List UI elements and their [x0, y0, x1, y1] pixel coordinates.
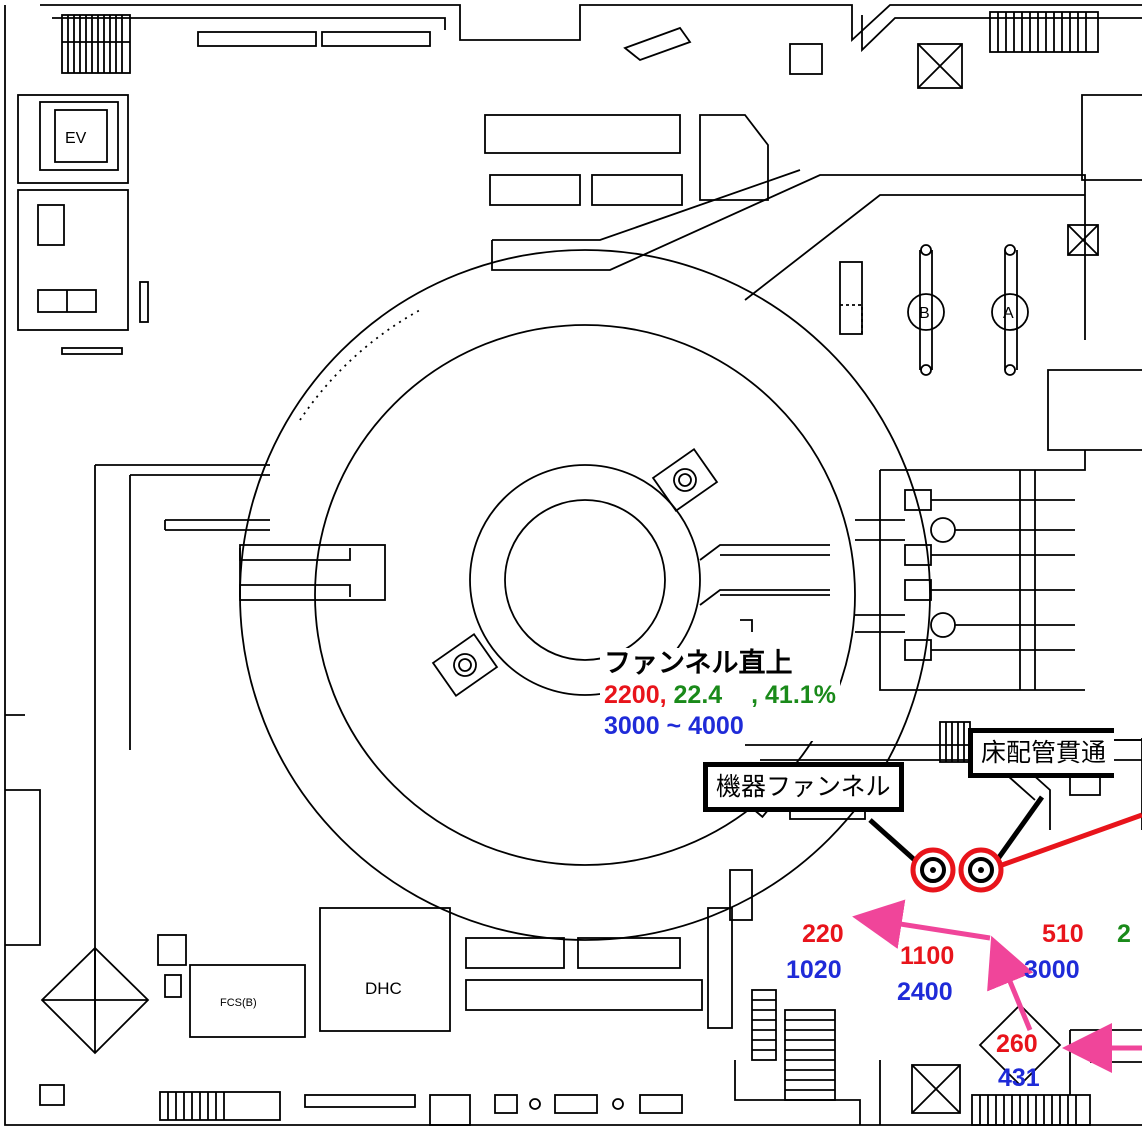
- edge-green-value: 2: [1117, 920, 1131, 948]
- funnel-top-value-2: 22.4: [673, 681, 723, 709]
- duct-right: [1067, 224, 1099, 256]
- stair-bottom-right: [971, 1094, 1091, 1126]
- ev-label: EV: [65, 130, 87, 147]
- pink-arrow-to-1100: [987, 935, 1034, 1031]
- inner-ring-core: [504, 499, 666, 661]
- penetration-marker: [958, 847, 1004, 893]
- stair-top-left: [61, 14, 131, 74]
- funnel-top-callout: ファンネル直上 2200, 22.4 , 41.1% 3000 ~ 4000: [600, 648, 840, 741]
- valve-b-circle: [907, 293, 945, 331]
- valve-a-circle: [991, 293, 1029, 331]
- reading-510-blue: 3000: [1024, 956, 1080, 984]
- funnel-top-value-3: , 41.1%: [751, 681, 836, 709]
- inner-ring-outer: [469, 464, 701, 696]
- elevator-box: [39, 101, 119, 171]
- funnel-top-value-1: 2200,: [604, 681, 667, 709]
- valve-a-label: A: [1003, 305, 1014, 322]
- funnel-top-range: 3000 ~ 4000: [604, 712, 744, 740]
- reading-260-blue: 431: [998, 1064, 1040, 1092]
- fcs-room: [189, 964, 306, 1038]
- stair-top-right: [989, 11, 1099, 53]
- dhc-room: [319, 907, 451, 1032]
- funnel-marker: [910, 847, 956, 893]
- reading-260-red: 260: [996, 1030, 1038, 1058]
- red-connector-line: [1001, 812, 1142, 868]
- equipment-funnel-callout: 機器ファンネル: [703, 762, 904, 812]
- duct-bottom: [911, 1064, 961, 1114]
- reading-220-red: 220: [802, 920, 844, 948]
- floor-penetration-callout: 床配管貫通: [968, 728, 1115, 778]
- outer-wall: [4, 4, 1142, 1126]
- reading-1100-red: 1100: [900, 942, 955, 970]
- dhc-label: DHC: [365, 979, 402, 998]
- reading-510-red: 510: [1042, 920, 1084, 948]
- funnel-top-title: ファンネル直上: [604, 648, 793, 679]
- duct-top: [917, 43, 963, 89]
- fcs-label: FCS(B): [220, 997, 257, 1009]
- reading-220-blue: 1020: [786, 956, 842, 984]
- valve-b-label: B: [919, 305, 930, 322]
- pink-arrow-to-220: [852, 899, 991, 949]
- reading-1100-blue: 2400: [897, 978, 953, 1006]
